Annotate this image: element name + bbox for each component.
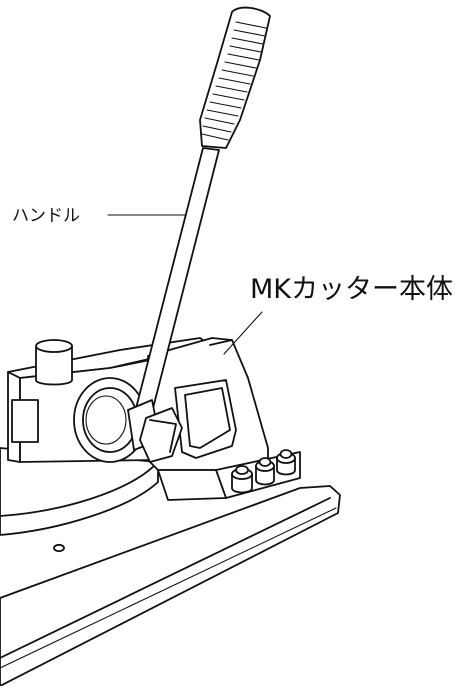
- hinge-bolt: [127, 399, 183, 463]
- turntable: [0, 447, 159, 536]
- mounting-hole: [53, 543, 65, 553]
- handle-grip: [199, 6, 271, 149]
- body-label: MKカッター本体: [250, 274, 453, 305]
- body-leader-line: [223, 311, 263, 355]
- handle-label: ハンドル: [12, 206, 80, 226]
- frame-slot: [174, 379, 237, 459]
- nut: [231, 465, 253, 494]
- nut: [255, 457, 275, 486]
- base-plate: [0, 485, 341, 686]
- body-callout: MKカッター本体: [223, 274, 453, 355]
- handle-callout: ハンドル: [12, 206, 187, 226]
- top-post: [35, 339, 73, 386]
- cutter-housing: [7, 337, 211, 463]
- nut: [276, 449, 296, 476]
- housing-window: [11, 399, 39, 443]
